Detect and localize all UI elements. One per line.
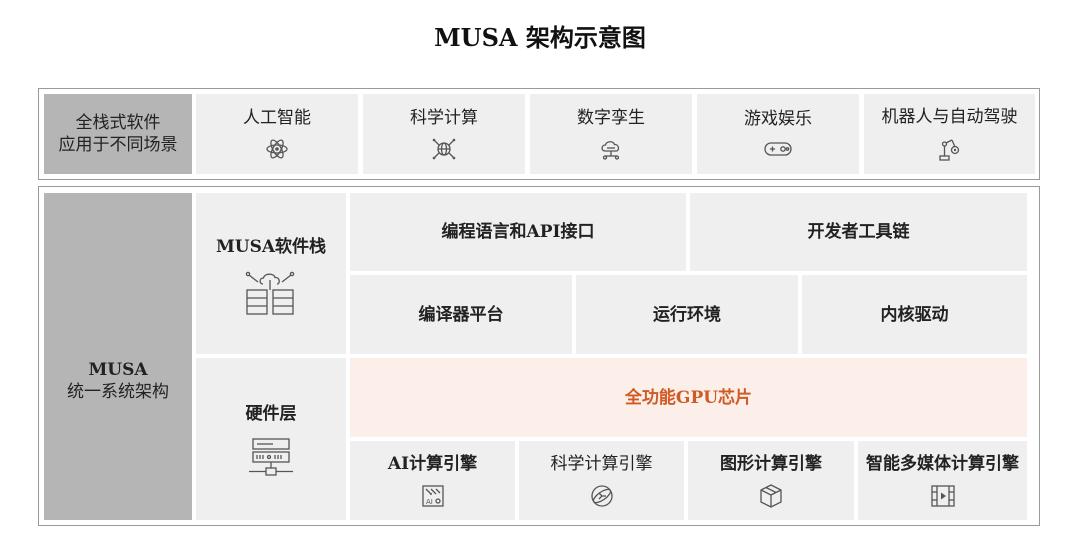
scenarios-header-line1: 全栈式软件 — [75, 113, 161, 133]
developer-toolchain-label: 开发者工具链 — [807, 222, 910, 242]
ai-chip-icon: AI — [421, 484, 444, 507]
software-stack-label: MUSA软件栈 — [215, 236, 327, 257]
scenario-label: 游戏娱乐 — [744, 109, 812, 129]
svg-text:AI: AI — [426, 498, 433, 506]
hardware-label: 硬件层 — [245, 404, 297, 424]
science-engine-cell: 科学计算引擎 — [519, 441, 684, 520]
architecture-frame — [38, 186, 1040, 526]
multimedia-engine-cell: 智能多媒体计算引擎 — [858, 441, 1027, 520]
scenario-digital-twin: 数字孪生 — [530, 94, 692, 174]
engine-label: 智能多媒体计算引擎 — [866, 453, 1019, 474]
software-stack-label-cell: MUSA软件栈 — [196, 193, 346, 354]
science-orbit-icon — [590, 484, 613, 507]
scenarios-header-line2: 应用于不同场景 — [58, 135, 178, 155]
scenario-label: 科学计算 — [410, 108, 478, 128]
architecture-side-line1: MUSA — [88, 359, 148, 380]
programming-api-cell: 编程语言和API接口 — [350, 193, 686, 271]
scenario-science: 科学计算 — [363, 94, 525, 174]
compiler-platform-label: 编译器平台 — [418, 304, 504, 325]
architecture-side-line2: 统一系统架构 — [67, 381, 169, 402]
graphics-engine-cell: 图形计算引擎 — [688, 441, 854, 520]
scenarios-frame — [38, 88, 1040, 180]
developer-toolchain-cell: 开发者工具链 — [690, 193, 1027, 271]
engine-label: 科学计算引擎 — [550, 453, 653, 474]
hardware-rack-icon — [249, 438, 293, 476]
cloud-link-icon — [601, 141, 620, 160]
kernel-driver-cell: 内核驱动 — [802, 275, 1027, 354]
ai-engine-cell: AI计算引擎 AI — [350, 441, 515, 520]
globe-network-icon — [432, 138, 456, 160]
film-icon — [930, 484, 955, 507]
robot-arm-icon — [938, 139, 959, 161]
gpu-chip-cell: 全功能GPU芯片 — [350, 358, 1027, 437]
runtime-label: 运行环境 — [653, 304, 721, 325]
server-cloud-icon — [245, 271, 295, 315]
scenario-gaming: 游戏娱乐 — [697, 94, 859, 174]
engine-label: AI计算引擎 — [387, 453, 478, 474]
architecture-side-label: MUSA 统一系统架构 — [44, 193, 192, 520]
scenario-label: 机器人与自动驾驶 — [881, 107, 1018, 127]
compiler-platform-cell: 编译器平台 — [350, 275, 572, 354]
engine-label: 图形计算引擎 — [720, 453, 822, 474]
kernel-driver-label: 内核驱动 — [880, 304, 949, 325]
scenario-ai: 人工智能 — [196, 94, 358, 174]
atom-icon — [266, 139, 288, 159]
scenario-label: 人工智能 — [243, 108, 311, 128]
gamepad-icon — [764, 142, 792, 156]
cube-icon — [760, 483, 782, 508]
scenario-robotics: 机器人与自动驾驶 — [864, 94, 1035, 174]
hardware-label-cell: 硬件层 — [196, 358, 346, 520]
runtime-cell: 运行环境 — [576, 275, 798, 354]
scenarios-header: 全栈式软件 应用于不同场景 — [44, 94, 192, 174]
scenario-label: 数字孪生 — [577, 108, 645, 128]
programming-api-label: 编程语言和API接口 — [441, 222, 595, 242]
diagram-title: MUSA 架构示意图 — [434, 23, 646, 52]
gpu-chip-label: 全功能GPU芯片 — [624, 387, 753, 408]
